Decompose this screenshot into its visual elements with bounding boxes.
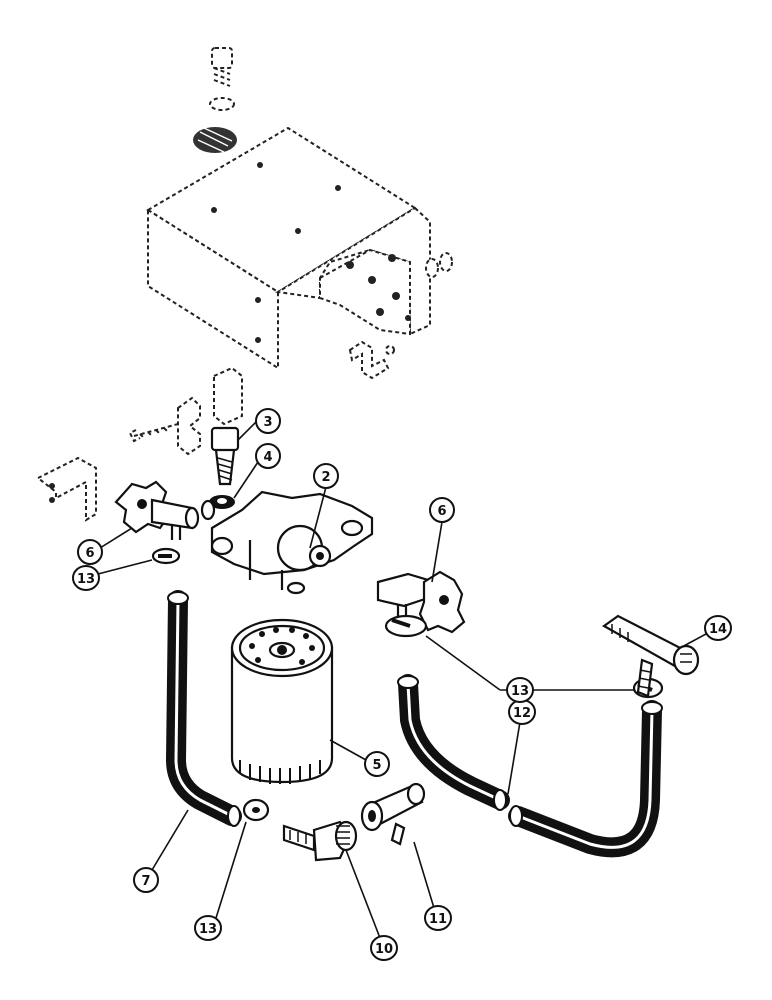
left-angle-bracket	[36, 456, 97, 522]
svg-text:12: 12	[513, 706, 531, 721]
svg-text:5: 5	[372, 758, 381, 773]
part-14-tee-fitting	[601, 614, 700, 698]
callout-7: 7	[133, 867, 159, 893]
part-7-left-hose	[165, 590, 242, 827]
svg-text:6: 6	[85, 546, 94, 561]
part-2-filter-head	[210, 490, 374, 595]
callout-3: 3	[255, 408, 281, 434]
callout-4: 4	[255, 443, 281, 469]
part-12-u-hose	[508, 700, 663, 858]
callout-13-right: 13	[506, 677, 534, 703]
svg-text:11: 11	[429, 912, 447, 927]
part-4-washer	[209, 495, 235, 509]
part-right-upper-hose	[397, 674, 510, 811]
side-nuts	[425, 252, 453, 278]
svg-text:4: 4	[263, 450, 272, 465]
callout-6-right: 6	[429, 497, 455, 523]
callout-14: 14	[704, 615, 732, 641]
part-3-bolt	[210, 426, 240, 486]
spacer-block	[213, 366, 243, 426]
part-6-left-shutoff-valve	[114, 480, 216, 540]
callout-6-left: 6	[77, 539, 103, 565]
callout-13-bottom: 13	[194, 915, 222, 941]
part-13-hose-clamp-bottom	[242, 798, 270, 822]
svg-text:10: 10	[375, 942, 393, 957]
callout-11: 11	[424, 905, 452, 931]
svg-text:3: 3	[263, 415, 272, 430]
callout-2: 2	[313, 463, 339, 489]
svg-text:14: 14	[709, 622, 727, 637]
side-bolt-and-clip	[128, 396, 201, 456]
part-10-elbow-fitting	[282, 820, 358, 862]
mounting-bracket	[146, 126, 431, 370]
callout-13-upper-left: 13	[72, 565, 100, 591]
top-mounting-bolt	[193, 47, 237, 153]
part-13-hose-clamp-right	[384, 614, 428, 638]
part-11-fitting	[360, 782, 426, 846]
svg-text:2: 2	[321, 470, 330, 485]
part-5-filter-element	[230, 618, 334, 784]
callout-12: 12	[508, 699, 536, 725]
svg-text:13: 13	[77, 572, 95, 587]
part-6-right-shutoff-valve	[376, 570, 466, 634]
bracket-clip	[348, 340, 395, 380]
part-13-hose-clamp-upper-left	[151, 547, 181, 565]
svg-text:6: 6	[437, 504, 446, 519]
callout-5: 5	[364, 751, 390, 777]
mounting-bracket-group	[36, 47, 453, 522]
svg-text:13: 13	[199, 922, 217, 937]
svg-text:13: 13	[511, 684, 529, 699]
svg-text:7: 7	[141, 874, 150, 889]
callout-10: 10	[370, 935, 398, 961]
